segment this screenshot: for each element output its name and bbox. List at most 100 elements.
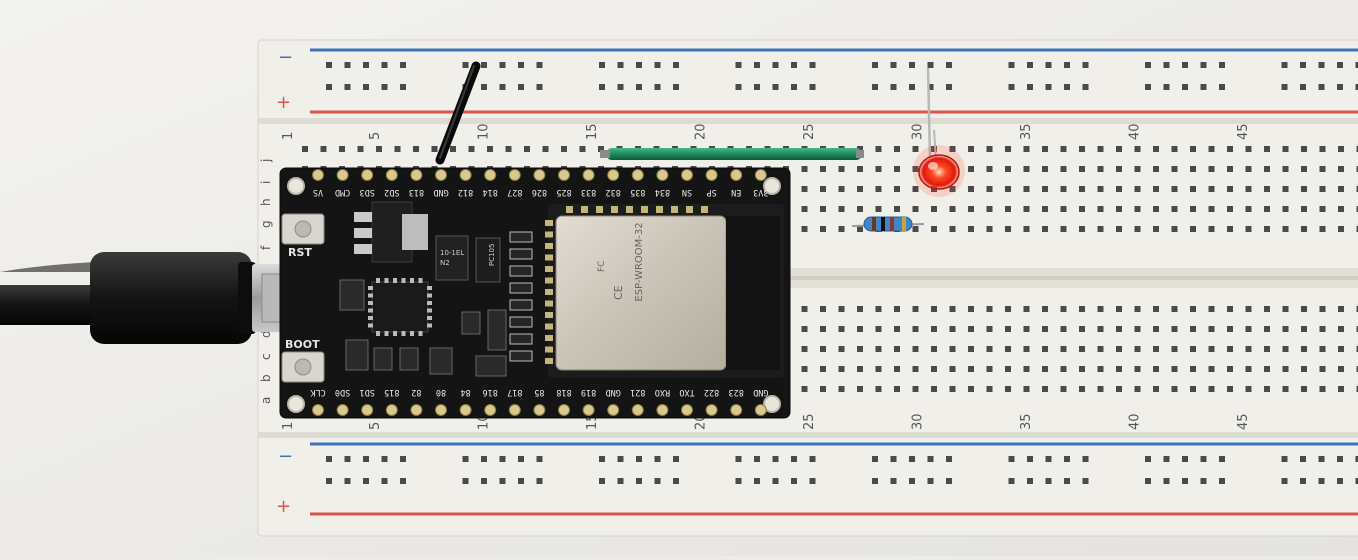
pin-label: 3V3 bbox=[753, 187, 768, 197]
rail-hole bbox=[773, 478, 779, 484]
pin-label: 834 bbox=[655, 187, 670, 197]
rail-hole bbox=[599, 84, 605, 90]
pin-label: 817 bbox=[507, 387, 522, 397]
rail-hole bbox=[1182, 84, 1188, 90]
boot-button-label: BOOT bbox=[285, 338, 320, 351]
rail-hole bbox=[1027, 62, 1033, 68]
column-number: 15 bbox=[585, 123, 600, 140]
rail-hole bbox=[618, 456, 624, 462]
rail-hole bbox=[481, 62, 487, 68]
pin-label: 835 bbox=[630, 187, 645, 197]
rail-hole bbox=[1064, 84, 1070, 90]
module-mark: FC bbox=[597, 261, 607, 272]
rail-hole bbox=[736, 84, 742, 90]
rail-hole bbox=[500, 478, 506, 484]
rail-hole bbox=[481, 456, 487, 462]
row-letter: h bbox=[259, 198, 273, 206]
rail-hole bbox=[363, 62, 369, 68]
pcb-antenna bbox=[726, 216, 780, 370]
rail-hole bbox=[1282, 478, 1288, 484]
pin-label: SD3 bbox=[360, 187, 375, 197]
rail-hole bbox=[872, 478, 878, 484]
header-pin bbox=[436, 170, 447, 181]
rail-hole bbox=[345, 84, 351, 90]
rail-hole bbox=[500, 62, 506, 68]
rail-hole bbox=[1201, 478, 1207, 484]
rail-hole bbox=[1064, 62, 1070, 68]
rail-hole bbox=[363, 456, 369, 462]
rail-hole bbox=[599, 456, 605, 462]
rail-hole bbox=[537, 62, 543, 68]
header-pin bbox=[509, 170, 520, 181]
rail-hole bbox=[891, 84, 897, 90]
header-pin bbox=[509, 405, 520, 416]
rail-minus-sign-bottom: − bbox=[278, 446, 293, 467]
rail-hole bbox=[909, 62, 915, 68]
rail-hole bbox=[891, 478, 897, 484]
rail-hole bbox=[791, 478, 797, 484]
header-pin bbox=[559, 405, 570, 416]
rail-hole bbox=[345, 62, 351, 68]
rail-hole bbox=[1009, 84, 1015, 90]
rail-hole bbox=[673, 478, 679, 484]
rail-hole bbox=[636, 478, 642, 484]
pin-label: SN bbox=[682, 187, 692, 197]
chip-label: 10-1EL bbox=[440, 249, 464, 257]
rail-hole bbox=[1337, 84, 1343, 90]
rail-hole bbox=[1319, 478, 1325, 484]
boot-button[interactable]: BOOT bbox=[282, 338, 324, 382]
smd-passive bbox=[510, 283, 532, 293]
header-pin bbox=[706, 170, 717, 181]
rail-hole bbox=[946, 456, 952, 462]
rail-hole bbox=[463, 62, 469, 68]
rail-hole bbox=[481, 478, 487, 484]
rail-hole bbox=[909, 456, 915, 462]
rail-hole bbox=[1201, 456, 1207, 462]
rail-hole bbox=[636, 62, 642, 68]
rail-hole bbox=[537, 456, 543, 462]
rail-hole bbox=[754, 478, 760, 484]
header-pin bbox=[460, 170, 471, 181]
pin-label: 821 bbox=[630, 387, 645, 397]
rail-hole bbox=[872, 84, 878, 90]
pin-label: RXO bbox=[655, 387, 670, 397]
rail-hole bbox=[1282, 456, 1288, 462]
led-lens bbox=[919, 155, 959, 189]
rail-hole bbox=[518, 456, 524, 462]
pin-label: CLK bbox=[309, 387, 325, 397]
chip-label: PC105 bbox=[488, 244, 496, 266]
column-number: 30 bbox=[910, 413, 925, 430]
ldo-chip: PC105 bbox=[476, 238, 500, 282]
rail-hole bbox=[1201, 62, 1207, 68]
rail-hole bbox=[518, 84, 524, 90]
row-letter: j bbox=[259, 159, 273, 163]
rail-hole bbox=[1182, 456, 1188, 462]
pin-label: 825 bbox=[556, 187, 571, 197]
rail-hole bbox=[1337, 478, 1343, 484]
column-number: 20 bbox=[693, 123, 708, 140]
rail-hole bbox=[1300, 456, 1306, 462]
esp-wroom-32-module[interactable]: ESP-WROOM-32 CE FC bbox=[545, 204, 784, 378]
pin-label: 818 bbox=[556, 387, 571, 397]
rail-hole bbox=[1009, 478, 1015, 484]
pin-label: SD0 bbox=[335, 387, 350, 397]
pin-label: GND bbox=[753, 387, 768, 397]
chip-label: N2 bbox=[440, 259, 450, 267]
smd-part bbox=[462, 312, 480, 334]
header-pin bbox=[337, 405, 348, 416]
smd-capacitor: 10-1EL N2 bbox=[436, 236, 468, 280]
rail-hole bbox=[891, 62, 897, 68]
header-pin bbox=[313, 170, 324, 181]
header-pin bbox=[706, 405, 717, 416]
header-pin bbox=[632, 170, 643, 181]
pin-label: GND bbox=[606, 387, 621, 397]
pin-label: 812 bbox=[458, 187, 473, 197]
rail-hole bbox=[1145, 478, 1151, 484]
column-number: 25 bbox=[802, 123, 817, 140]
rail-hole bbox=[400, 478, 406, 484]
rail-hole bbox=[810, 456, 816, 462]
rail-hole bbox=[518, 62, 524, 68]
header-pin bbox=[608, 405, 619, 416]
